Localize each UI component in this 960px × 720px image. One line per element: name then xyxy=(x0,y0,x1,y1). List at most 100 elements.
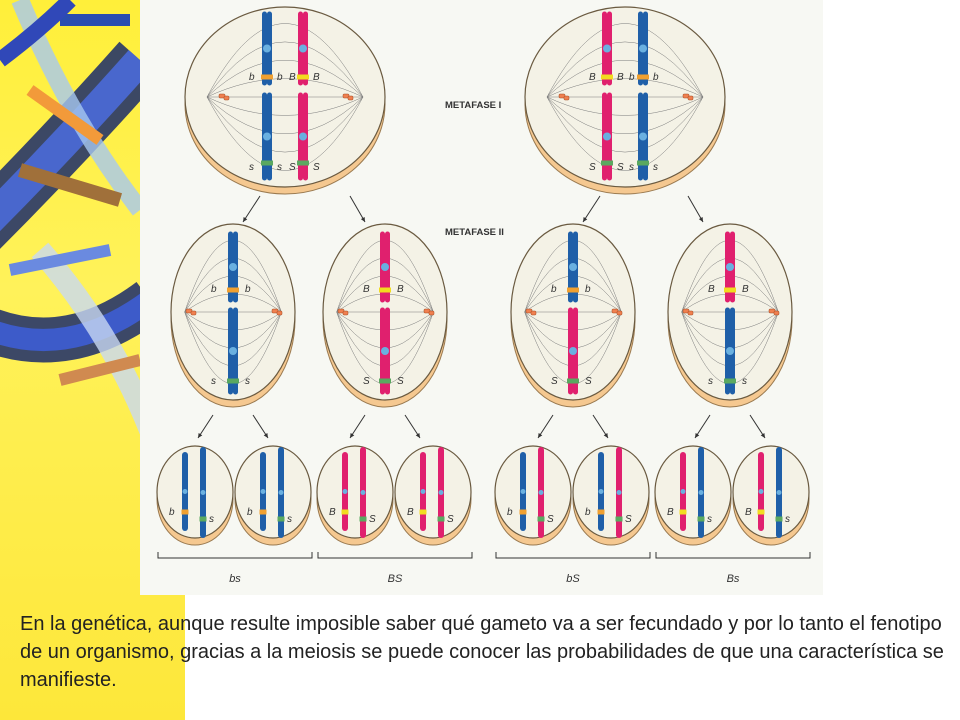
gamete-chromosome-b xyxy=(341,452,349,531)
arrow xyxy=(694,414,711,439)
gamete-cell-5 xyxy=(494,445,572,546)
allele-label: s xyxy=(785,514,790,525)
allele-label: s xyxy=(653,162,658,173)
gamete-chromosome-b xyxy=(259,452,267,531)
allele-label: b xyxy=(245,284,251,295)
allele-label: s xyxy=(707,514,712,525)
metaphase-1-chromosome-b-2-1 xyxy=(601,11,613,86)
allele-label: S xyxy=(589,162,596,173)
allele-label: b xyxy=(629,72,635,83)
allele-label: B xyxy=(742,284,749,295)
metaphase-2-chromosome-s-2 xyxy=(379,307,391,395)
metaphase-2-chromosome-b-3 xyxy=(567,231,579,303)
gamete-chromosome-b xyxy=(597,452,605,531)
metaphase-2-chromosome-s-3 xyxy=(567,307,579,395)
allele-label: s xyxy=(742,376,747,387)
gamete-cell-8 xyxy=(732,445,810,546)
allele-label: S xyxy=(625,514,632,525)
allele-label: S xyxy=(363,376,370,387)
allele-label: b xyxy=(277,72,283,83)
allele-label: S xyxy=(585,376,592,387)
arrow xyxy=(749,414,766,439)
allele-label: b xyxy=(247,507,253,518)
metaphase-1-chromosome-b-1-2 xyxy=(297,11,309,86)
allele-label: s xyxy=(211,376,216,387)
allele-label: S xyxy=(617,162,624,173)
allele-label: s xyxy=(209,514,214,525)
caption-text: En la genética, aunque resulte imposible… xyxy=(20,613,944,691)
allele-label: b xyxy=(585,284,591,295)
allele-label: b xyxy=(169,507,175,518)
allele-label: B xyxy=(708,284,715,295)
allele-label: s xyxy=(249,162,254,173)
allele-label: B xyxy=(289,72,296,83)
metaphase-2-chromosome-s-4 xyxy=(724,307,736,395)
gamete-chromosome-b xyxy=(181,452,189,531)
metaphase-1-cell-2 xyxy=(524,6,726,195)
arrow xyxy=(349,195,366,223)
gamete-genotype-label: bS xyxy=(566,573,580,585)
metaphase-1-chromosome-s-1-2 xyxy=(297,92,309,181)
gamete-chromosome-s xyxy=(277,447,285,538)
metaphase-2-chromosome-b-4 xyxy=(724,231,736,303)
gamete-bracket xyxy=(495,552,651,559)
allele-label: s xyxy=(287,514,292,525)
allele-label: S xyxy=(397,376,404,387)
allele-label: s xyxy=(245,376,250,387)
metaphase-2-cell-4 xyxy=(667,223,793,408)
gamete-cell-6 xyxy=(572,445,650,546)
metaphase-2-chromosome-s-1 xyxy=(227,307,239,395)
allele-label: b xyxy=(507,507,513,518)
gamete-bracket xyxy=(317,552,473,559)
metaphase-1-chromosome-s-2-1 xyxy=(601,92,613,181)
gamete-chromosome-s xyxy=(199,447,207,538)
gamete-cell-1 xyxy=(156,445,234,546)
allele-label: b xyxy=(249,72,255,83)
gamete-chromosome-s xyxy=(615,447,623,538)
arrow xyxy=(404,414,421,439)
gamete-genotype-label: BS xyxy=(388,573,403,585)
allele-label: S xyxy=(289,162,296,173)
metaphase-2-cell-1 xyxy=(170,223,296,408)
allele-label: B xyxy=(363,284,370,295)
allele-label: s xyxy=(277,162,282,173)
arrow xyxy=(252,414,269,439)
arrow xyxy=(687,195,704,223)
stage-label-metafase-1: METAFASE I xyxy=(445,100,501,111)
allele-label: S xyxy=(551,376,558,387)
allele-label: B xyxy=(667,507,674,518)
arrow xyxy=(197,414,214,439)
metaphase-1-cell-1 xyxy=(184,6,386,195)
gamete-chromosome-s xyxy=(359,447,367,538)
allele-label: S xyxy=(447,514,454,525)
allele-label: B xyxy=(313,72,320,83)
metaphase-1-chromosome-b-1-1 xyxy=(261,11,273,86)
stage-label-metafase-2: METAFASE II xyxy=(445,227,504,238)
gamete-genotype-label: bs xyxy=(229,573,241,585)
gamete-chromosome-b xyxy=(419,452,427,531)
metaphase-2-cell-2 xyxy=(322,223,448,408)
allele-label: B xyxy=(407,507,414,518)
metaphase-1-chromosome-s-2-2 xyxy=(637,92,649,181)
gamete-chromosome-s xyxy=(537,447,545,538)
allele-label: B xyxy=(397,284,404,295)
metaphase-2-chromosome-b-2 xyxy=(379,231,391,303)
gamete-cell-3 xyxy=(316,445,394,546)
gamete-chromosome-s xyxy=(437,447,445,538)
metaphase-2-cell-3 xyxy=(510,223,636,408)
arrow xyxy=(582,195,601,223)
allele-label: b xyxy=(653,72,659,83)
gamete-genotype-label: Bs xyxy=(727,573,740,585)
allele-label: S xyxy=(547,514,554,525)
dna-helix-illustration xyxy=(0,0,164,435)
gamete-chromosome-s xyxy=(775,447,783,538)
allele-label: B xyxy=(617,72,624,83)
allele-label: B xyxy=(329,507,336,518)
allele-label: b xyxy=(551,284,557,295)
metaphase-1-chromosome-s-1-1 xyxy=(261,92,273,181)
allele-label: b xyxy=(211,284,217,295)
allele-label: b xyxy=(585,507,591,518)
gamete-chromosome-s xyxy=(697,447,705,538)
allele-label: B xyxy=(589,72,596,83)
